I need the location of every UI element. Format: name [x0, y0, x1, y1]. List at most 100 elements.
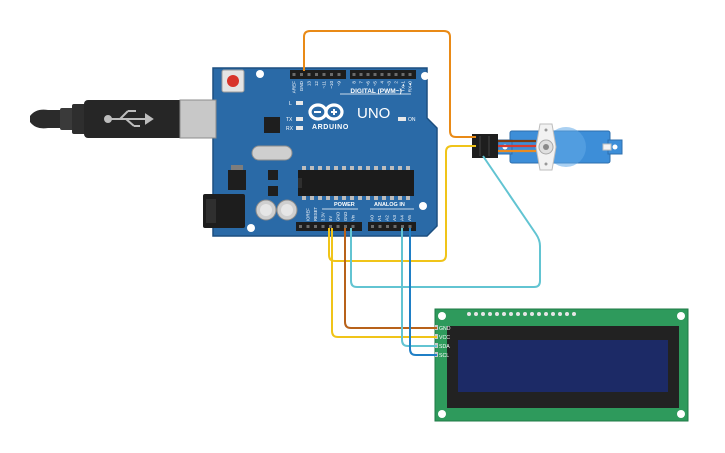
arduino-infinity-logo-icon — [308, 103, 344, 121]
digital-header[interactable] — [290, 70, 416, 79]
lcd-header-hole — [544, 312, 548, 316]
usb-strain-relief — [60, 108, 74, 130]
analog-pin-label: A3 — [392, 215, 398, 221]
wire-lcd-sda[interactable] — [401, 228, 437, 347]
digital-pin-hole[interactable] — [394, 73, 398, 76]
digital-pin-label: ~11 — [322, 81, 327, 89]
digital-pin-hole[interactable] — [292, 73, 296, 76]
servo-connector[interactable] — [472, 134, 498, 158]
digital-pin-hole[interactable] — [337, 73, 341, 76]
digital-pin-hole[interactable] — [401, 73, 405, 76]
lcd-header-hole — [523, 312, 527, 316]
wire-servo-signal[interactable] — [303, 30, 476, 138]
digital-pin-label: ~5 — [373, 81, 378, 87]
digital-pin-hole[interactable] — [359, 73, 363, 76]
lcd-header-hole — [502, 312, 506, 316]
analog-pin-hole[interactable] — [386, 225, 389, 228]
mounting-hole — [438, 312, 446, 320]
power-pin-hole[interactable] — [351, 225, 355, 228]
digital-pin-hole[interactable] — [366, 73, 370, 76]
analog-pin-hole[interactable] — [401, 225, 404, 228]
lcd-header-hole — [537, 312, 541, 316]
power-pin-label: GND — [343, 212, 348, 221]
lcd-header-holes — [467, 312, 576, 316]
power-pin-label: Vin — [351, 214, 356, 221]
digital-pin-label: 4 — [380, 81, 385, 84]
power-pin-hole[interactable] — [336, 225, 340, 228]
led-rx-label: RX — [286, 126, 294, 132]
crystal-oscillator — [251, 145, 293, 161]
lcd-header-hole — [495, 312, 499, 316]
led-rx — [296, 126, 303, 130]
lcd-pin-label: SDA — [439, 344, 450, 350]
digital-pin-hole[interactable] — [315, 73, 318, 76]
lcd-header-hole — [530, 312, 534, 316]
usb-cable-tail — [30, 109, 62, 129]
lcd-pin-label: GND — [439, 326, 451, 332]
led-on-label: ON — [408, 117, 416, 123]
analog-pin-hole[interactable] — [371, 225, 374, 228]
mounting-hole — [438, 410, 446, 418]
wire-lcd-scl[interactable] — [409, 228, 437, 356]
chip-pin — [358, 196, 362, 200]
chip-pin — [398, 166, 402, 170]
digital-pin-hole[interactable] — [300, 73, 303, 76]
wire-lcd-vcc[interactable] — [331, 228, 437, 338]
atmega-microcontroller — [298, 166, 414, 200]
digital-pin-hole[interactable] — [307, 73, 311, 76]
led-tx-label: TX — [286, 117, 293, 123]
lcd-header-hole — [516, 312, 520, 316]
digital-pin-label: ~3 — [387, 81, 392, 87]
chip-pin — [406, 166, 410, 170]
analog-pin-hole[interactable] — [378, 225, 382, 228]
wire-servo-5v[interactable] — [328, 145, 476, 262]
mounting-hole — [421, 72, 429, 80]
wire-lcd-gnd[interactable] — [344, 228, 437, 329]
lcd-header-hole — [467, 312, 471, 316]
analog-header[interactable] — [368, 222, 416, 231]
digital-pin-hole[interactable] — [373, 73, 377, 76]
analog-header-label: ANALOG IN — [374, 202, 405, 208]
voltage-regulator — [228, 165, 246, 190]
chip-pin — [374, 196, 378, 200]
chip-pin — [326, 166, 330, 170]
lcd-header-hole — [565, 312, 569, 316]
power-pin-hole[interactable] — [306, 225, 310, 228]
power-pin-hole[interactable] — [344, 225, 347, 228]
wire-servo-gnd[interactable] — [350, 155, 541, 288]
digital-pin-hole[interactable] — [352, 73, 356, 76]
power-pin-hole[interactable] — [329, 225, 332, 228]
power-pin-hole[interactable] — [299, 225, 302, 228]
lcd-pin-label: SCL — [439, 353, 449, 359]
analog-pin-hole[interactable] — [393, 225, 397, 228]
power-pin-label: 5V — [328, 216, 333, 221]
chip-pin — [366, 196, 370, 200]
analog-pin-hole[interactable] — [408, 225, 412, 228]
servo-gear-housing — [546, 127, 586, 167]
reset-button[interactable] — [221, 69, 245, 93]
digital-pin-hole[interactable] — [387, 73, 391, 76]
dc-power-jack[interactable] — [203, 194, 245, 228]
mounting-hole — [256, 70, 264, 78]
servo-motor[interactable] — [472, 123, 623, 171]
usb-jack — [179, 99, 217, 139]
power-pin-hole[interactable] — [314, 225, 317, 228]
digital-pin-hole[interactable] — [322, 73, 326, 76]
power-pin-label: IOREF — [306, 208, 311, 221]
digital-pin-hole[interactable] — [330, 73, 333, 76]
power-pin-hole[interactable] — [321, 225, 325, 228]
smd-component — [268, 186, 278, 196]
digital-pin-hole[interactable] — [408, 73, 412, 76]
analog-pin-label: A1 — [377, 215, 383, 221]
digital-pin-hole[interactable] — [380, 73, 384, 76]
chip-pin — [390, 196, 394, 200]
chip-pin — [374, 166, 378, 170]
lcd-header-hole — [481, 312, 485, 316]
digital-pin-label: 2 — [394, 81, 399, 84]
